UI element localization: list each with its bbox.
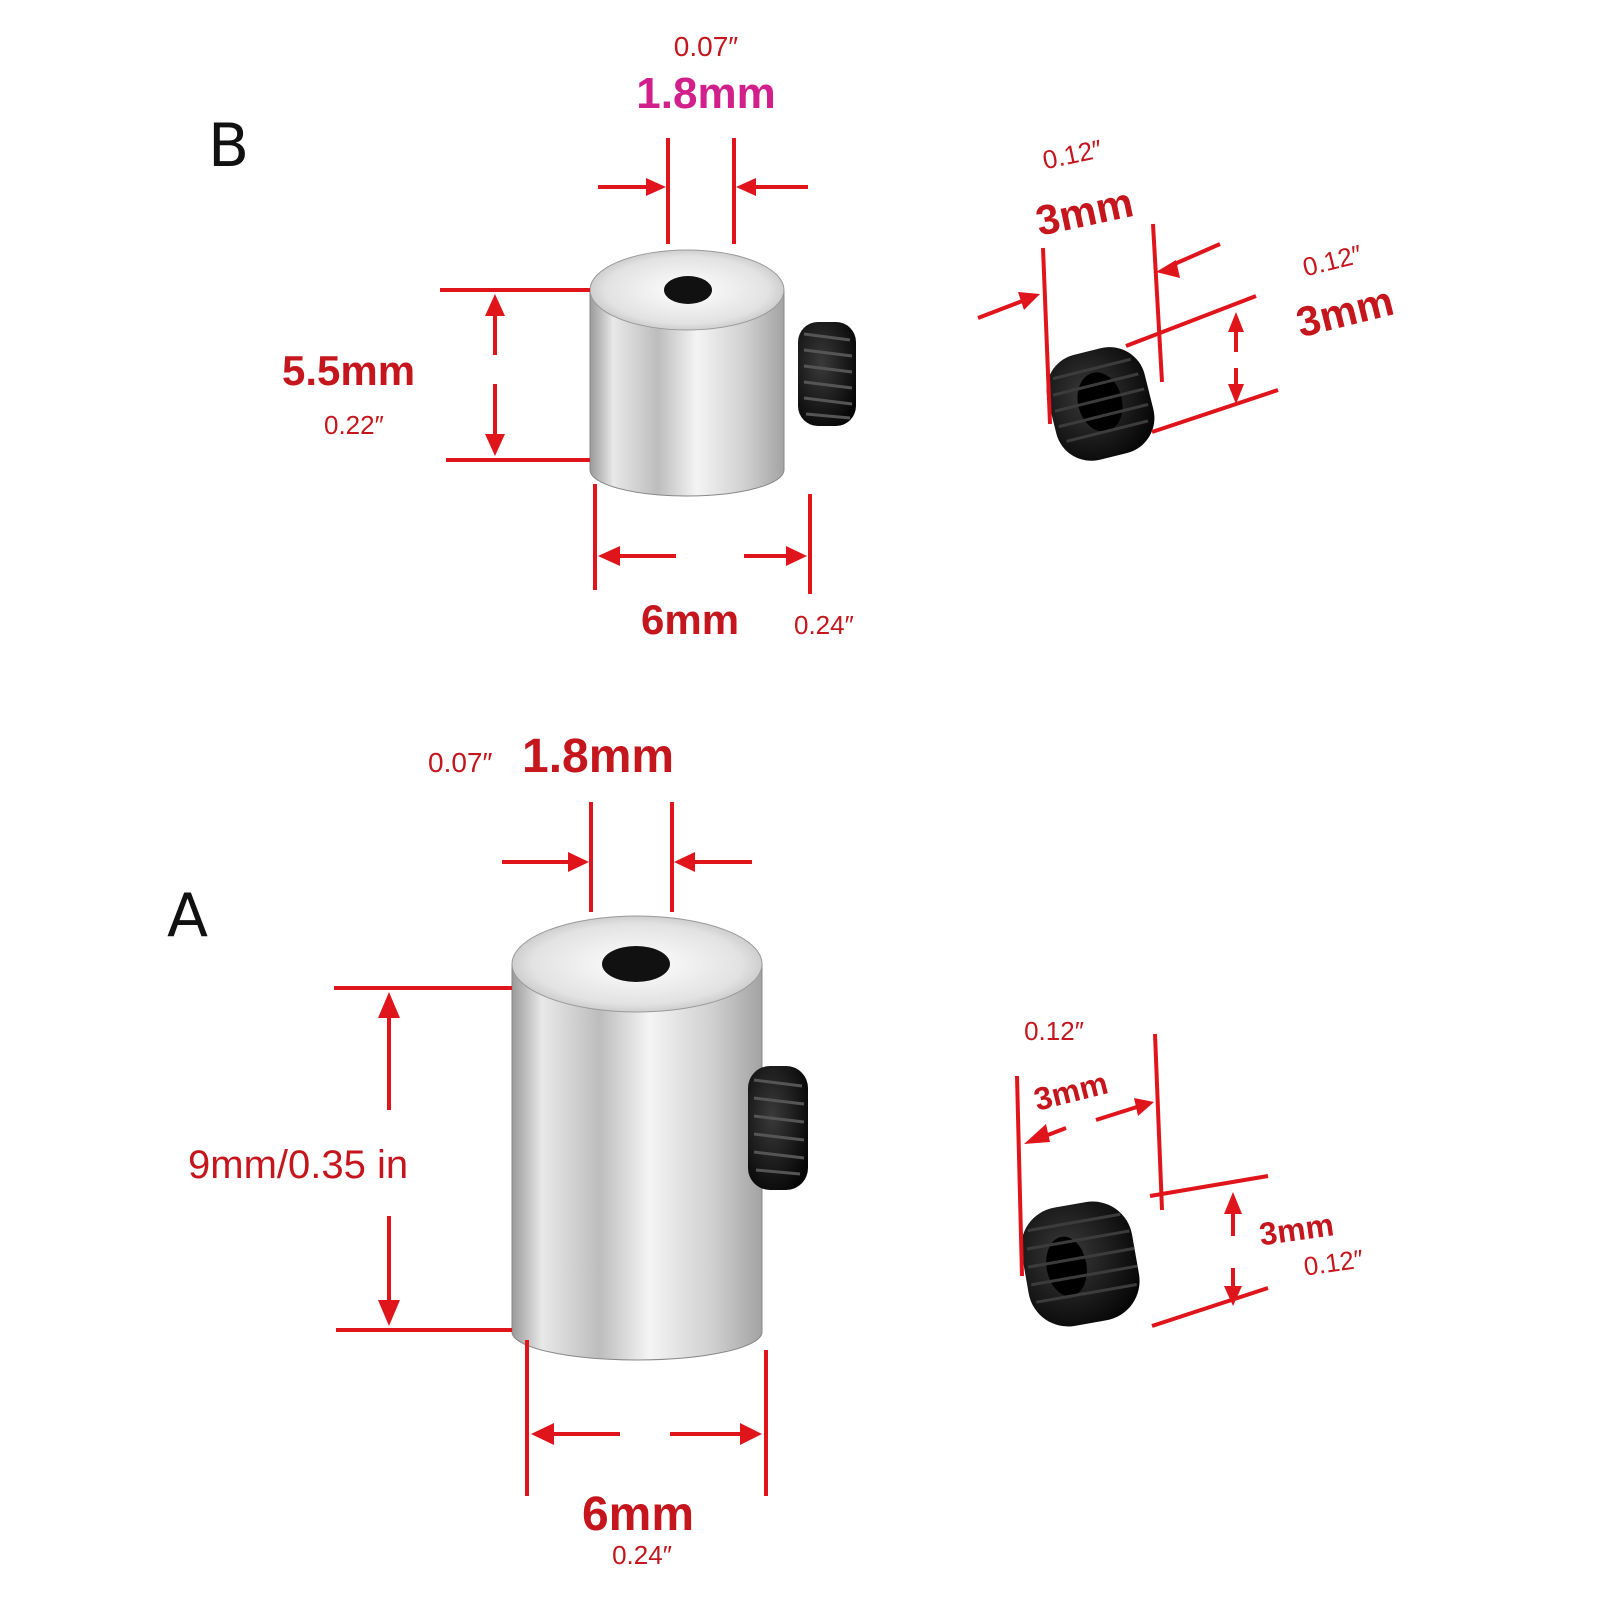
diagram-b-bore-mm: 1.8mm [636, 69, 775, 118]
bore-dimension-a [502, 802, 752, 912]
diagram-b-screw-width-mm: 3mm [1032, 178, 1138, 244]
diagram-b-width-inches: 0.24″ [794, 610, 854, 640]
screw-width-dimension-b [977, 223, 1221, 425]
diagram-a-bore-mm: 1.8mm [522, 730, 674, 783]
width-dimension-a [525, 1340, 768, 1496]
diagram-a-screw-width-inches: 0.12″ [1024, 1016, 1084, 1046]
bore-dimension-b [598, 138, 808, 244]
diagram-b-letter: B [208, 111, 249, 181]
height-dimension-b [440, 288, 590, 462]
diagram-a: A 0.07″ 1.8mm [167, 730, 1365, 1570]
diagram-a-screw-width-mm: 3mm [1030, 1065, 1111, 1118]
diagram-a-width-mm: 6mm [582, 1488, 694, 1541]
diagram-a-width-inches: 0.24″ [612, 1540, 672, 1570]
set-screw-b-side-image [798, 322, 856, 426]
diagram-b-bore-inches: 0.07″ [674, 31, 738, 62]
collar-b-image [589, 249, 785, 497]
diagram-a-bore-inches: 0.07″ [428, 747, 492, 778]
screw-width-dimension-a [1015, 1033, 1164, 1277]
screw-height-dimension-a [1149, 1174, 1269, 1328]
diagram-b: B 0.07″ 1.8mm [208, 31, 1398, 643]
width-dimension-b [593, 484, 812, 594]
set-screw-a-image [1021, 1201, 1140, 1327]
diagram-a-height-label: 9mm/0.35 in [188, 1143, 408, 1187]
diagram-b-screw-height-inches: 0.12″ [1300, 239, 1365, 283]
diagram-b-height-inches: 0.22″ [324, 410, 384, 440]
diagram-b-screw-height-mm: 3mm [1292, 277, 1399, 346]
diagram-a-screw-height-mm: 3mm [1257, 1206, 1336, 1252]
diagram-b-height-mm: 5.5mm [282, 347, 415, 394]
set-screw-a-side-image [748, 1066, 808, 1190]
diagram-b-width-mm: 6mm [641, 596, 739, 643]
diagram-a-screw-height-inches: 0.12″ [1302, 1244, 1365, 1282]
diagram-a-letter: A [167, 881, 208, 951]
set-screw-b-image [1046, 347, 1155, 461]
diagram-b-screw-width-inches: 0.12″ [1040, 133, 1105, 175]
screw-height-dimension-b [1125, 294, 1279, 434]
height-dimension-a [334, 986, 512, 1332]
collar-a-image [511, 915, 763, 1361]
